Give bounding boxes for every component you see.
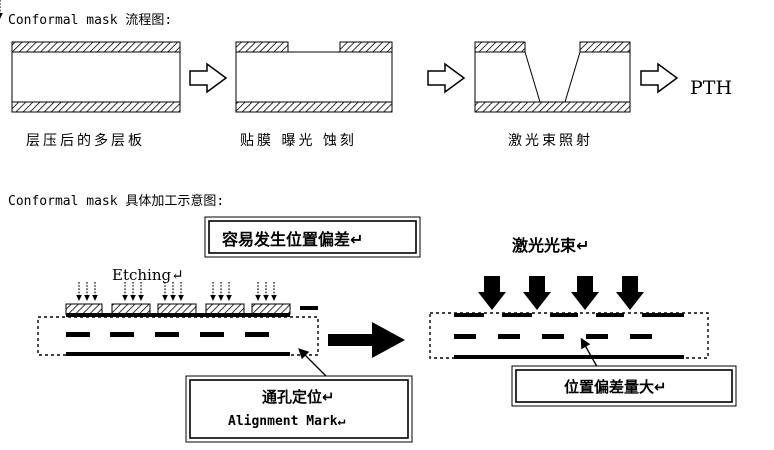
board-etching: [37, 303, 319, 356]
board-laser: [429, 312, 709, 359]
step1-caption: 层压后的多层板: [26, 133, 145, 149]
process-diagram-title: Conformal mask 具体加工示意图:: [8, 194, 225, 209]
board-laminated: [11, 41, 181, 113]
alignment-en-label: Alignment Mark↵: [228, 414, 346, 429]
deviation-box: [511, 365, 737, 407]
etching-arrows: [0, 0, 278, 302]
pth-label: PTH: [690, 77, 733, 99]
etching-label: Etching↵: [112, 266, 184, 284]
alignment-cn-label: 通孔定位↵: [262, 388, 335, 406]
process-arrow: [328, 322, 405, 358]
alignment-pointer: [298, 348, 331, 381]
board-etched: [235, 41, 393, 113]
step3-caption: 激光束照射: [508, 133, 593, 149]
alignment-box: [185, 375, 413, 443]
flow-arrow-2: [427, 62, 466, 94]
board-laser-drilled: [474, 41, 631, 113]
flowchart-title: Conformal mask 流程图:: [8, 13, 173, 28]
flow-arrow-1: [189, 62, 228, 94]
flow-arrow-3: [640, 62, 679, 94]
step2-caption: 贴膜 曝光 蚀刻: [240, 133, 357, 149]
deviation-text: 位置偏差量大↵: [564, 378, 667, 396]
laser-beam-arrows: [478, 276, 644, 310]
laser-label: 激光光束↵: [512, 236, 590, 255]
offset-note-text: 容易发生位置偏差↵: [222, 230, 364, 249]
offset-note-box: [204, 216, 421, 258]
